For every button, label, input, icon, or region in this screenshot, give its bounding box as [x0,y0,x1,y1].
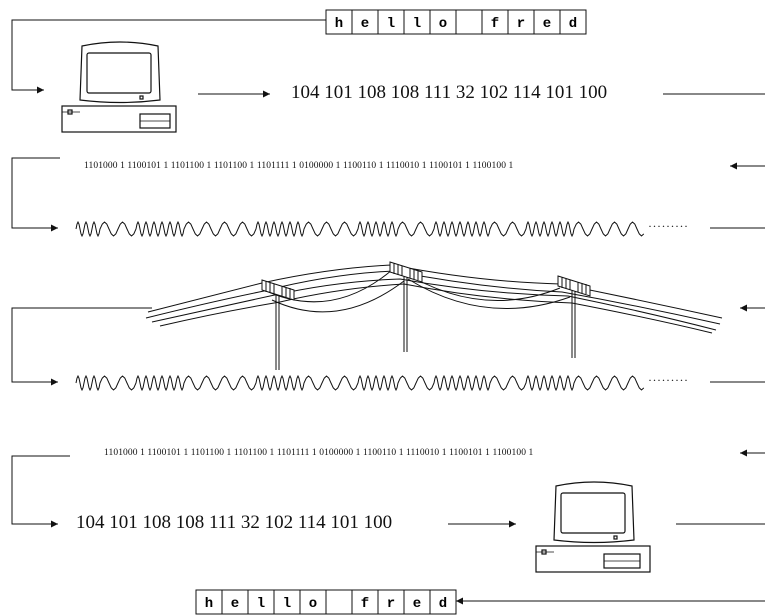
binary-codes-received: 1101000 1 1100101 1 1101100 1 1101100 1 … [104,448,533,458]
connector-wires-to-signal [12,308,152,382]
received-char: l [283,596,291,612]
received-char: o [309,596,317,612]
received-char: h [205,596,213,612]
received-char: r [387,596,395,612]
message-char: l [387,16,395,32]
received-char: f [361,596,369,612]
telephone-pole [262,280,294,370]
signal-continuation-dots: ········· [648,373,688,388]
message-cell-dividers [222,590,430,614]
connector-binary-to-signal [12,158,60,228]
modulated-signal-wave [76,376,644,390]
telephone-poles-icon [146,262,722,370]
receiver-computer-icon [536,482,650,572]
received-char: e [413,596,421,612]
message-char: d [569,16,577,32]
message-char: f [491,16,499,32]
message-char: l [413,16,421,32]
message-char: h [335,16,343,32]
received-char: l [257,596,265,612]
telephone-pole [390,262,422,352]
sender-computer-icon [62,42,176,132]
message-cell-dividers [352,10,560,34]
message-char: o [439,16,447,32]
binary-codes-sent: 1101000 1 1100101 1 1101100 1 1101100 1 … [84,161,513,171]
received-char: e [231,596,239,612]
decimal-codes-sent: 104 101 108 108 111 32 102 114 101 100 [291,82,607,104]
connector-binary2-to-decimal [12,456,70,524]
message-char: e [543,16,551,32]
received-message-cells: h e l l o f r e d [196,590,456,614]
telephone-pole [558,276,590,358]
message-char: e [361,16,369,32]
top-message-cells: h e l l o f r e d [326,10,586,34]
signal-continuation-dots: ········· [648,219,688,234]
decimal-codes-received: 104 101 108 108 111 32 102 114 101 100 [76,512,392,534]
modulated-signal-wave [76,222,644,236]
message-char: r [517,16,525,32]
telephone-wires [146,265,722,333]
received-char: d [439,596,447,612]
connector-message-to-sender [12,20,326,90]
